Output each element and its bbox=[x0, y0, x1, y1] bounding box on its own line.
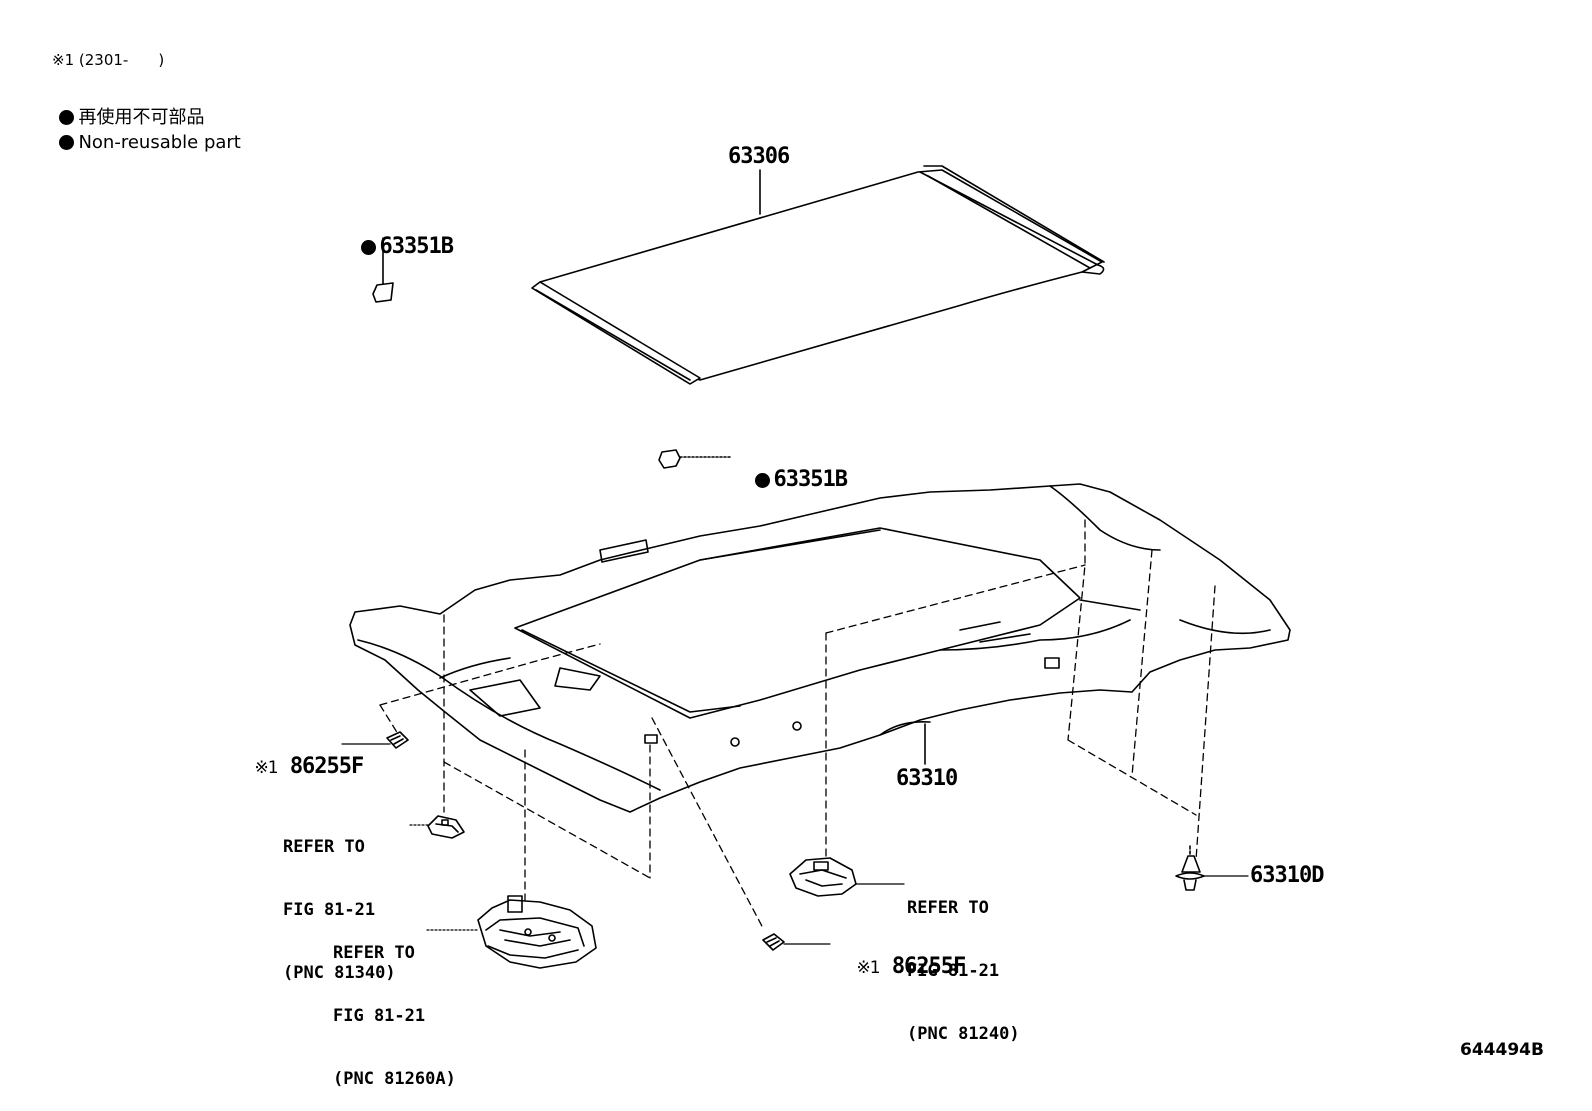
reference-line: (PNC 81260A) bbox=[333, 1069, 456, 1089]
clip-63310d-illustration bbox=[1175, 845, 1205, 891]
installation-lines bbox=[379, 519, 1216, 931]
illustration-id: 644494B bbox=[1460, 1040, 1544, 1060]
variant-note: ※1 (2301- ) bbox=[52, 51, 165, 69]
reference-line: FIG 81-21 bbox=[333, 1006, 426, 1026]
sunshade-illustration bbox=[531, 165, 1105, 385]
reference-81260a[interactable]: REFER TO FIG 81-21 (PNC 81260A) bbox=[333, 901, 456, 1111]
part-63306-label[interactable]: 63306 bbox=[728, 144, 790, 169]
pad-top-illustration bbox=[372, 237, 394, 303]
reference-line: REFER TO bbox=[283, 837, 365, 857]
reference-line: (PNC 81240) bbox=[907, 1024, 1020, 1044]
reference-line: REFER TO bbox=[907, 898, 989, 918]
part-63310-label[interactable]: 63310 bbox=[896, 766, 958, 791]
clip-86255f-bottom-illustration bbox=[762, 933, 785, 951]
pad-middle-illustration bbox=[658, 449, 733, 469]
variant-mark-1: ※1 bbox=[254, 758, 279, 778]
lamp-81240-illustration bbox=[789, 857, 857, 897]
non-reusable-dot-icon bbox=[754, 473, 770, 488]
non-reusable-dot-icon bbox=[59, 135, 75, 150]
part-86255f-bottom-text: 86255F bbox=[891, 954, 966, 979]
reference-line: (PNC 81340) bbox=[283, 963, 396, 983]
part-63310d-label[interactable]: 63310D bbox=[1250, 863, 1324, 888]
variant-mark-1: ※1 bbox=[856, 958, 881, 978]
part-63351b-middle-text: 63351B bbox=[773, 467, 848, 492]
reference-line: FIG 81-21 bbox=[283, 900, 376, 920]
non-reusable-dot-icon bbox=[59, 110, 75, 125]
clip-86255f-left-illustration bbox=[386, 731, 409, 749]
lamp-81340-illustration bbox=[427, 815, 465, 839]
part-63351b-top-text: 63351B bbox=[379, 234, 454, 259]
legend-japanese: 再使用不可部品 bbox=[48, 91, 204, 127]
legend-japanese-text: 再使用不可部品 bbox=[78, 107, 205, 128]
leader-lines bbox=[341, 743, 1249, 945]
part-63351b-top-label[interactable]: 63351B bbox=[336, 214, 454, 259]
legend-english: Non-reusable part bbox=[48, 116, 241, 152]
part-86255f-left-text: 86255F bbox=[289, 754, 364, 779]
legend-english-text: Non-reusable part bbox=[78, 132, 241, 153]
reference-line: REFER TO bbox=[333, 943, 415, 963]
part-86255f-bottom-label[interactable]: ※1 86255F bbox=[832, 934, 967, 979]
lamp-81260a-illustration bbox=[477, 895, 597, 969]
reference-81340[interactable]: REFER TO FIG 81-21 (PNC 81340) bbox=[283, 795, 396, 1005]
part-86255f-left-label[interactable]: ※1 86255F bbox=[230, 734, 365, 779]
reference-line: FIG 81-21 bbox=[907, 961, 1000, 981]
headliner-illustration bbox=[349, 483, 1291, 813]
reference-81240[interactable]: REFER TO FIG 81-21 (PNC 81240) bbox=[907, 856, 1020, 1066]
non-reusable-dot-icon bbox=[360, 240, 376, 255]
part-63351b-middle-label[interactable]: 63351B bbox=[730, 447, 848, 492]
